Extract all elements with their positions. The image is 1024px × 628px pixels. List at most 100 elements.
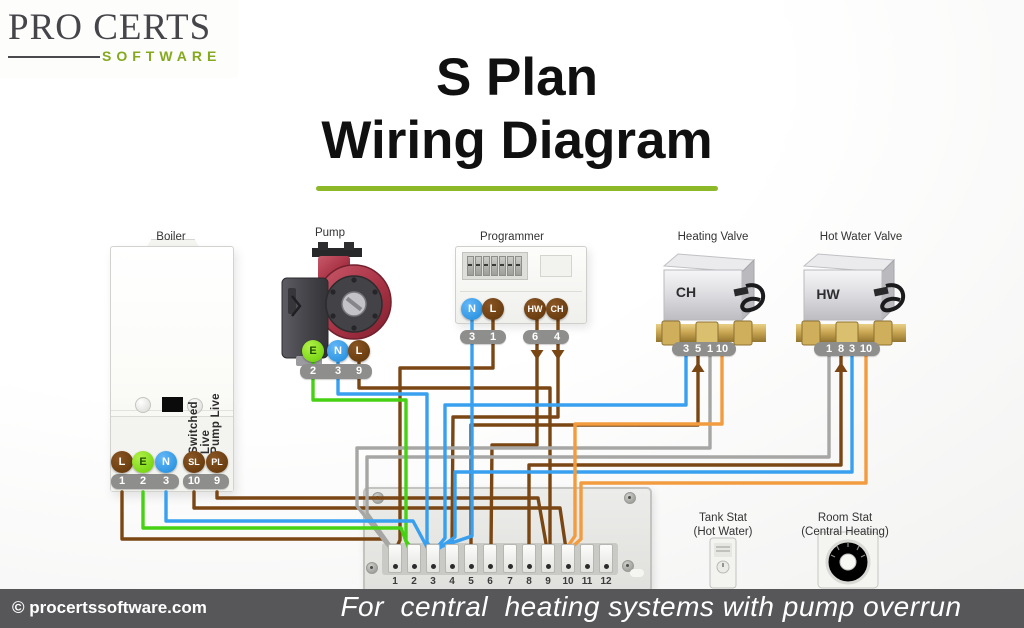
pump-terminal-e: E — [302, 340, 324, 362]
programmer-terminal-number: 6 — [531, 331, 539, 343]
heating-valve-terminal-number: 10 — [715, 343, 729, 355]
boiler-terminal-number: 1 — [118, 475, 126, 487]
terminal-screw-dot — [584, 564, 590, 569]
terminal-number-bar — [183, 474, 229, 489]
programmer-label: Programmer — [480, 231, 544, 243]
terminal-screw — [467, 256, 474, 276]
terminal-screw — [507, 256, 514, 276]
junction-box-terminal-number: 2 — [411, 576, 417, 587]
valve-cable — [880, 283, 906, 313]
pro-certs-logo: PRO CERTS SOFTWARE — [0, 0, 238, 78]
boiler-terminal-sl: SL — [183, 451, 205, 473]
heating-valve-illustration — [656, 253, 766, 346]
terminal-screw — [499, 256, 506, 276]
heating-valve-terminal-number: 1 — [706, 343, 714, 355]
junction-box-terminal-number: 8 — [526, 576, 532, 587]
title-underline — [316, 186, 718, 191]
programmer-groove — [460, 291, 582, 292]
terminal-screw-dot — [526, 564, 532, 569]
terminal-screw-dot — [430, 564, 436, 569]
terminal-screw — [475, 256, 482, 276]
junction-box-terminal-number: 5 — [468, 576, 474, 587]
terminal-number-bar — [672, 342, 736, 356]
pump-live-annotation: Pump Live — [210, 393, 222, 454]
terminal-screw — [483, 256, 490, 276]
heating-valve-label: Heating Valve — [677, 231, 749, 243]
junction-box-terminal-number: 12 — [600, 576, 612, 587]
hot-water-valve-terminal-number: 8 — [837, 343, 845, 355]
screw-icon — [366, 562, 378, 574]
junction-box-slot — [630, 569, 644, 577]
footer-bar: © procertssoftware.com For central heati… — [0, 589, 1024, 628]
terminal-screw-dot — [449, 564, 455, 569]
programmer-terminal-n: N — [461, 298, 483, 320]
hot-water-valve-terminal-number: 3 — [848, 343, 856, 355]
title-line-2: Wiring Diagram — [321, 111, 713, 170]
room-stat-sublabel: (Central Heating) — [801, 526, 889, 538]
valve-cable — [740, 283, 766, 313]
programmer-terminal-ch: CH — [546, 298, 568, 320]
junction-box-terminal-number: 3 — [430, 576, 436, 587]
boiler-terminal-l: L — [111, 451, 133, 473]
boiler-terminal-number: 9 — [213, 475, 221, 487]
programmer-terminal-number: 4 — [553, 331, 561, 343]
programmer-terminal-block — [462, 252, 528, 280]
hot-water-valve-label: Hot Water Valve — [819, 231, 903, 243]
page-title: S Plan Wiring Diagram — [0, 48, 1024, 174]
junction-box-terminal-number: 6 — [487, 576, 493, 587]
screw-icon — [372, 492, 384, 504]
tank-stat-label: Tank Stat — [699, 512, 747, 524]
hot-water-valve-badge: HW — [816, 286, 840, 302]
boiler-label: Boiler — [156, 231, 186, 243]
room-stat-illustration — [817, 531, 879, 589]
logo-subtitle: SOFTWARE — [102, 48, 222, 64]
terminal-screw-dot — [565, 564, 571, 569]
boiler-terminal-n: N — [155, 451, 177, 473]
terminal-screw-dot — [468, 564, 474, 569]
tank-stat-sublabel: (Hot Water) — [693, 526, 753, 538]
copyright-text: © procertssoftware.com — [12, 598, 207, 617]
tank-stat-illustration — [709, 537, 737, 589]
pump-terminal-number: 9 — [355, 365, 363, 377]
junction-box-terminal-number: 10 — [562, 576, 574, 587]
junction-box-terminal-number: 11 — [581, 576, 593, 587]
terminal-screw-dot — [603, 564, 609, 569]
junction-box-terminal-number: 7 — [507, 576, 513, 587]
terminal-screw-dot — [411, 564, 417, 569]
terminal-screw — [515, 256, 522, 276]
boiler-terminal-number: 3 — [162, 475, 170, 487]
heating-valve-badge: CH — [675, 284, 697, 300]
boiler-terminal-number: 10 — [187, 475, 201, 487]
terminal-screw-dot — [392, 564, 398, 569]
boiler-terminal-pl: PL — [206, 451, 228, 473]
logo-title: PRO CERTS — [8, 7, 212, 48]
screw-icon — [624, 492, 636, 504]
boiler-terminal-number: 2 — [139, 475, 147, 487]
terminal-screw-dot — [545, 564, 551, 569]
terminal-screw-dot — [487, 564, 493, 569]
footer-caption: For central heating systems with pump ov… — [340, 591, 962, 622]
valve-actuator-top — [662, 253, 756, 273]
hot-water-valve-illustration — [796, 253, 906, 346]
pump-label: Pump — [314, 227, 346, 239]
switched-live-annotation: Switched Live — [188, 401, 212, 454]
programmer-terminal-hw: HW — [524, 298, 546, 320]
heating-valve-terminal-number: 5 — [694, 343, 702, 355]
hot-water-valve-terminal-number: 1 — [825, 343, 833, 355]
junction-box-terminal-number: 4 — [449, 576, 455, 587]
terminal-screw-dot — [507, 564, 513, 569]
title-line-1: S Plan — [435, 48, 598, 107]
pump-terminal-number: 2 — [309, 365, 317, 377]
junction-box-terminal-number: 1 — [392, 576, 398, 587]
pump-bracket — [312, 248, 362, 257]
pump-terminal-l: L — [348, 340, 370, 362]
boiler-terminal-e: E — [132, 451, 154, 473]
junction-box-terminal-number: 9 — [545, 576, 551, 587]
heating-valve-terminal-number: 3 — [682, 343, 690, 355]
boiler-dial-left — [135, 397, 151, 413]
terminal-screw — [491, 256, 498, 276]
terminal-number-bar — [111, 474, 179, 489]
boiler-display — [162, 397, 183, 412]
room-stat-label: Room Stat — [817, 512, 873, 524]
terminal-number-bar — [814, 342, 880, 356]
